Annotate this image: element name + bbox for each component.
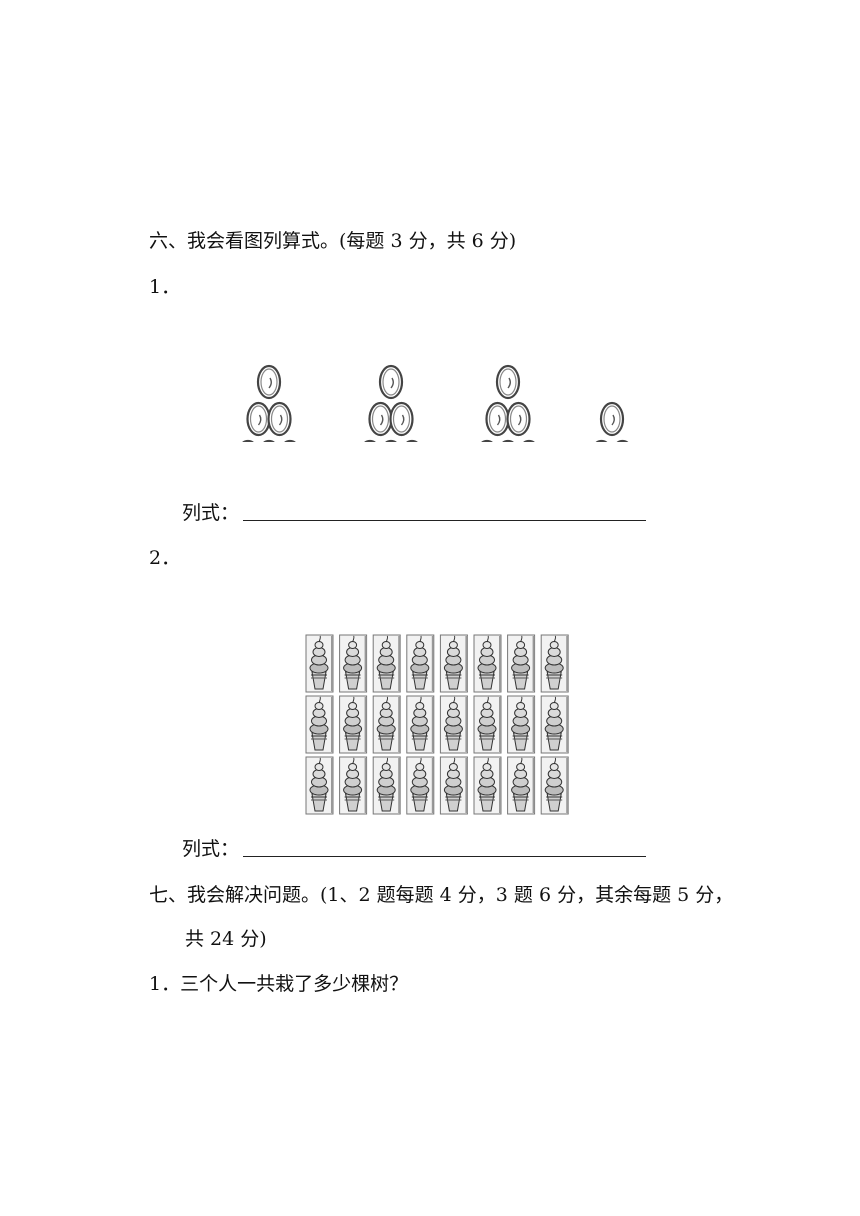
ice-cream-icon — [339, 634, 368, 693]
egg-icon — [616, 439, 629, 442]
ice-cream-icon — [507, 634, 536, 693]
ice-cream-icon — [372, 634, 401, 693]
ice-cream-icon — [507, 756, 536, 815]
egg-group — [595, 401, 629, 442]
ice-cream-icon — [540, 695, 569, 754]
ice-cream-icon — [406, 756, 435, 815]
ice-cream-icon — [439, 695, 468, 754]
egg-icon — [256, 364, 282, 400]
question-2-number: 2． — [149, 547, 181, 569]
answer-label-1: 列式： — [182, 502, 240, 524]
ice-cream-icon — [540, 634, 569, 693]
egg-icon — [267, 401, 292, 437]
ice-cream-icon — [305, 695, 334, 754]
section-6-heading: 六、我会看图列算式。(每题 3 分，共 6 分) — [149, 230, 517, 252]
egg-group — [481, 364, 535, 442]
ice-cream-icon — [439, 634, 468, 693]
egg-icon — [485, 401, 510, 437]
egg-icon — [506, 401, 531, 437]
egg-group — [242, 364, 296, 442]
ice-cream-icon — [372, 756, 401, 815]
egg-icon — [406, 439, 418, 442]
egg-groups-figure — [242, 364, 629, 442]
egg-icon — [523, 439, 535, 442]
egg-icon — [378, 364, 404, 400]
answer-blank-1[interactable] — [243, 520, 646, 521]
section-7-question-1: 1．三个人一共栽了多少棵树？ — [149, 973, 409, 995]
ice-cream-icon — [507, 695, 536, 754]
ice-cream-icon — [540, 756, 569, 815]
ice-cream-icon — [305, 634, 334, 693]
egg-icon — [502, 439, 514, 442]
answer-label-2: 列式： — [182, 838, 240, 860]
ice-cream-icon — [473, 634, 502, 693]
ice-cream-icon — [372, 695, 401, 754]
egg-icon — [263, 439, 275, 442]
egg-group — [364, 364, 418, 442]
question-1-number: 1． — [149, 276, 181, 298]
section-7-heading-continued: 共 24 分) — [185, 928, 267, 950]
ice-cream-icon — [406, 695, 435, 754]
ice-cream-icon — [305, 756, 334, 815]
egg-icon — [364, 439, 376, 442]
egg-icon — [246, 401, 271, 437]
ice-cream-icon — [439, 756, 468, 815]
egg-icon — [481, 439, 493, 442]
ice-cream-grid-figure — [305, 634, 569, 815]
egg-icon — [599, 401, 625, 437]
ice-cream-icon — [339, 695, 368, 754]
section-7-heading: 七、我会解决问题。(1、2 题每题 4 分，3 题 6 分，其余每题 5 分， — [149, 884, 734, 906]
egg-icon — [368, 401, 393, 437]
ice-cream-icon — [406, 634, 435, 693]
egg-icon — [495, 364, 521, 400]
egg-icon — [242, 439, 254, 442]
ice-cream-icon — [339, 756, 368, 815]
egg-icon — [385, 439, 397, 442]
ice-cream-icon — [473, 695, 502, 754]
egg-icon — [389, 401, 414, 437]
ice-cream-icon — [473, 756, 502, 815]
egg-icon — [284, 439, 296, 442]
egg-icon — [595, 439, 608, 442]
answer-blank-2[interactable] — [243, 856, 646, 857]
